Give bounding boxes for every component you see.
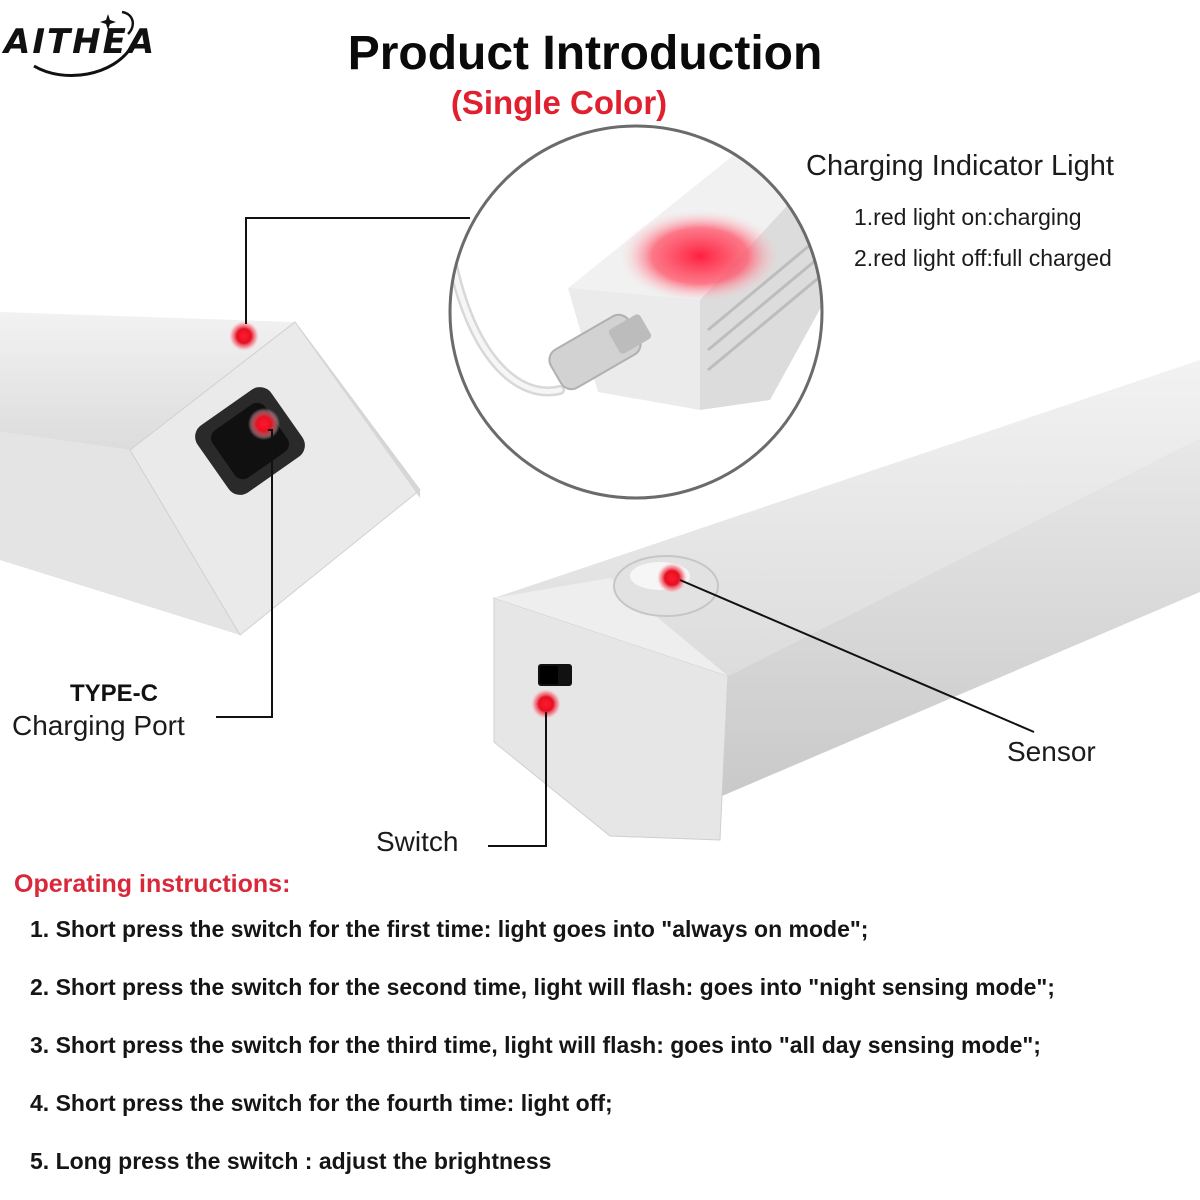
right-light-bar — [493, 360, 1200, 841]
left-light-bar — [0, 312, 421, 636]
type-c-label: TYPE-C — [70, 680, 159, 707]
port-dot — [248, 408, 280, 440]
switch-toggle — [538, 664, 572, 686]
brand-logo: AITHEA — [4, 22, 157, 62]
switch-label: Switch — [376, 826, 459, 857]
instruction-step: 5. Long press the switch : adjust the br… — [30, 1148, 552, 1174]
zoom-circle — [448, 124, 824, 500]
product-illustration — [0, 124, 1200, 847]
instruction-step: 4. Short press the switch for the fourth… — [30, 1090, 613, 1116]
indicator-item: 2.red light off:full charged — [854, 245, 1112, 271]
instructions-title: Operating instructions: — [14, 870, 291, 898]
indicator-dot — [228, 320, 260, 352]
switch-dot — [530, 688, 562, 720]
page-title: Product Introduction — [347, 27, 823, 80]
leader-lines — [216, 217, 1035, 847]
instruction-step: 1. Short press the switch for the first … — [30, 916, 869, 942]
page-subtitle: (Single Color) — [450, 84, 668, 121]
instruction-step: 3. Short press the switch for the third … — [30, 1032, 1041, 1058]
indicator-title: Charging Indicator Light — [806, 150, 1114, 182]
sensor-dot — [656, 562, 688, 594]
instruction-step: 2. Short press the switch for the second… — [30, 974, 1055, 1000]
sensor-label: Sensor — [1007, 736, 1096, 767]
brand-logo-swoosh — [33, 10, 135, 78]
indicator-item: 1.red light on:charging — [854, 204, 1082, 230]
charging-port-label: Charging Port — [12, 710, 185, 741]
